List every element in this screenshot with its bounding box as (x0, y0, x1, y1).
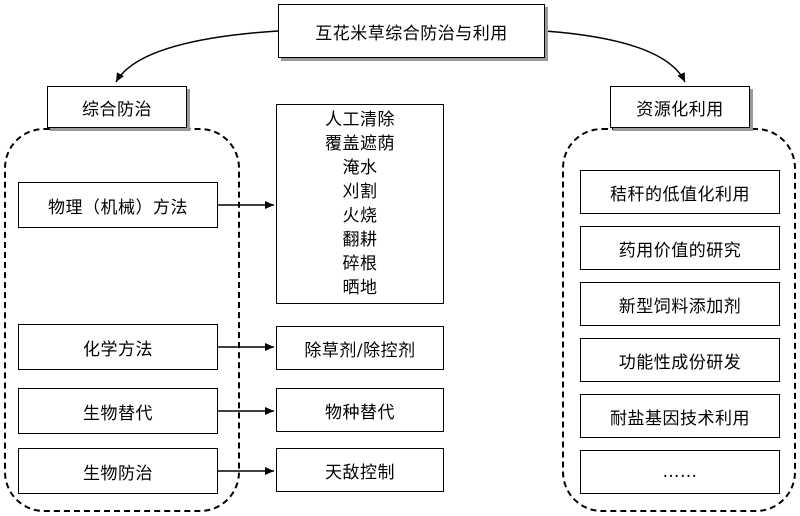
method-physical: 物理（机械）方法 (18, 182, 218, 228)
prevention-group-outline (4, 128, 240, 512)
physical-methods-list: 人工清除 覆盖遮荫 淹水 刈割 火烧 翻耕 碎根 晒地 (276, 104, 444, 304)
physical-method-item: 晒地 (342, 278, 378, 298)
method-biological-replacement: 生物替代 (18, 388, 218, 434)
utilization-item: 药用价值的研究 (580, 226, 780, 270)
physical-method-item: 火烧 (342, 206, 378, 226)
diagram-title: 互花米草综合防治与利用 (278, 4, 545, 58)
utilization-item-ellipsis: …… (580, 450, 780, 494)
natural-enemy-control-box: 天敌控制 (276, 448, 444, 492)
physical-method-item: 淹水 (342, 158, 378, 178)
physical-method-item: 覆盖遮荫 (325, 134, 395, 154)
method-biological-control: 生物防治 (18, 448, 218, 494)
physical-method-item: 翻耕 (342, 230, 378, 250)
utilization-header: 资源化利用 (610, 86, 750, 128)
arrow-title-to-utilization (544, 30, 686, 83)
method-chemical: 化学方法 (18, 324, 218, 370)
utilization-group-outline (562, 128, 796, 512)
physical-method-item: 刈割 (342, 182, 378, 202)
utilization-item: 新型饲料添加剂 (580, 282, 780, 326)
physical-method-item: 碎根 (342, 254, 378, 274)
utilization-item: 耐盐基因技术利用 (580, 394, 780, 438)
utilization-item: 功能性成份研发 (580, 338, 780, 382)
physical-method-item: 人工清除 (325, 110, 395, 130)
species-replacement-box: 物种替代 (276, 388, 444, 432)
utilization-item: 秸秆的低值化利用 (580, 170, 780, 214)
arrow-title-to-prevention (115, 30, 279, 83)
herbicide-box: 除草剂/除控剂 (276, 326, 444, 370)
prevention-header: 综合防治 (47, 86, 187, 128)
